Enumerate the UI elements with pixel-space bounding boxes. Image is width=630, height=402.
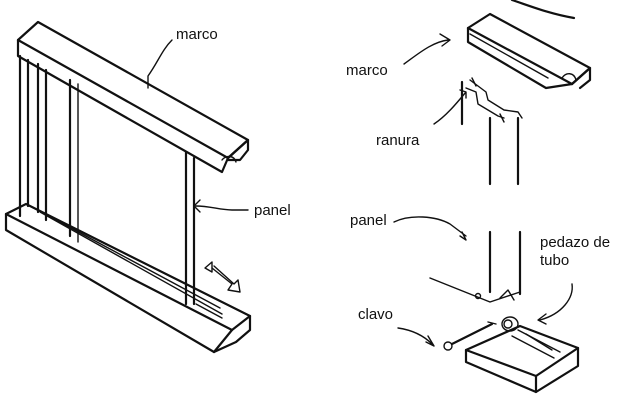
left-panel-leader (193, 199, 249, 213)
right-bottom-sill (464, 324, 580, 394)
left-panel-label: panel (254, 202, 291, 219)
nail-label: clavo (358, 306, 394, 323)
right-top-assembly (403, 0, 592, 186)
right-frame-label: marco (346, 62, 388, 79)
left-frame-leader (147, 39, 173, 89)
left-top-frame-beam (16, 20, 250, 174)
right-panel-leader (393, 216, 467, 241)
right-top-post-with-groove (460, 77, 523, 186)
right-bottom-assembly (393, 216, 580, 394)
slide-direction-arrows (204, 261, 241, 293)
right-panel-label: panel (350, 212, 387, 229)
pipe-label-line1: pedazo de (540, 234, 611, 251)
pipe-leader (537, 283, 573, 325)
pipe-label-line2: tubo (540, 252, 570, 269)
left-vertical-post (18, 54, 48, 222)
right-top-frame-beam (466, 12, 592, 90)
right-frame-leader (403, 33, 451, 65)
left-assembly (4, 20, 252, 354)
right-bottom-panel (429, 230, 522, 303)
left-bottom-sill (4, 202, 252, 354)
left-frame-label: marco (176, 26, 218, 43)
groove-label: ranura (376, 132, 420, 149)
nail (443, 321, 497, 351)
left-panel (68, 78, 196, 306)
groove-leader (433, 89, 467, 125)
nail-leader (397, 327, 435, 347)
